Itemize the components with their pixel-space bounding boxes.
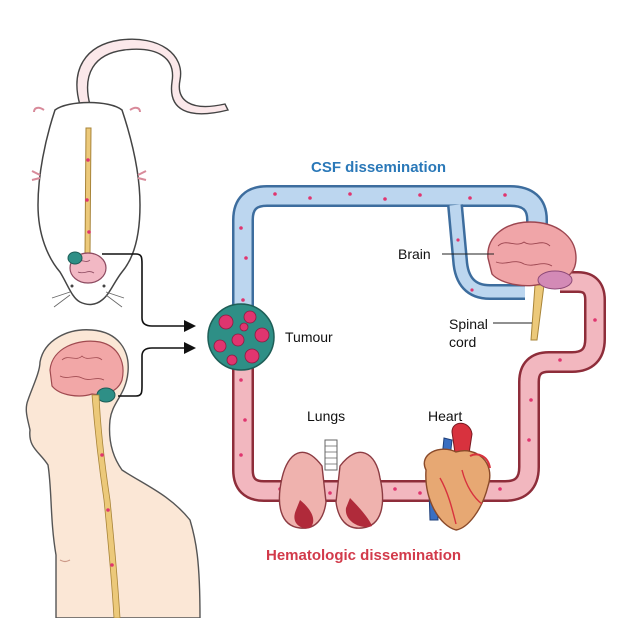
mouse-icon	[31, 38, 230, 308]
arrow-icon	[102, 253, 185, 397]
vessel-cells	[239, 192, 597, 495]
lungs-icon	[278, 439, 384, 529]
csf-vessel	[232, 185, 548, 315]
tumour-icon	[207, 303, 275, 371]
heart-icon	[423, 422, 491, 531]
lungs-label: Lungs	[307, 408, 345, 424]
tumour-label: Tumour	[285, 329, 333, 345]
spinal-label-line2: cord	[449, 334, 476, 350]
brain-icon	[487, 221, 577, 341]
spinal-label-line1: Spinal	[449, 316, 488, 332]
csf-title: CSF dissemination	[311, 159, 446, 176]
hematologic-title: Hematologic dissemination	[266, 547, 461, 564]
arrow-head-human	[184, 342, 196, 354]
arrow-head-mouse	[184, 320, 196, 332]
blood-vessel	[232, 271, 606, 502]
heart-label: Heart	[428, 408, 462, 424]
brain-label: Brain	[398, 246, 431, 262]
human-icon	[25, 329, 201, 618]
